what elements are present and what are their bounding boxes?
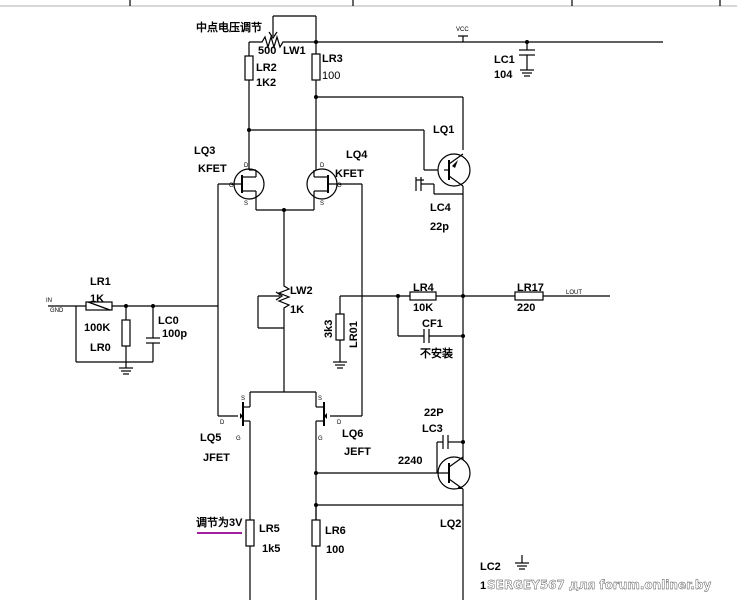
label-lr6-value: 100	[326, 544, 344, 556]
label-cf1-name: CF1	[422, 318, 443, 330]
pin-lq3-g: G	[229, 183, 234, 189]
label-lq3-name: LQ3	[194, 145, 215, 157]
label-lr17-name: LR17	[517, 282, 544, 294]
label-lr1-value: 1K	[90, 293, 104, 305]
pin-lq4-d: D	[320, 163, 325, 169]
label-lq3-type: KFET	[198, 163, 227, 175]
label-lr17-value: 220	[517, 302, 535, 314]
lw1-trimmer	[249, 15, 317, 50]
label-lq4-type: KFET	[335, 168, 364, 180]
pin-lq5-d: D	[220, 420, 225, 426]
label-lc2-name: LC2	[480, 561, 501, 573]
label-lq6-type: JEFT	[344, 446, 371, 458]
label-lq2-name: LQ2	[440, 518, 461, 530]
label-lr0-name: LR0	[90, 342, 111, 354]
lc1-capacitor	[519, 42, 535, 77]
lr2-resistor	[244, 42, 254, 130]
lc2-capacitor	[462, 505, 529, 600]
label-lr0-value: 100K	[84, 322, 110, 334]
lq5-jfet	[218, 392, 251, 600]
pin-lq6-s: S	[318, 396, 322, 402]
label-lc0-value: 100p	[162, 328, 187, 340]
pin-lq4-s: S	[320, 201, 324, 207]
label-lc1-value: 104	[494, 69, 513, 81]
label-in: IN	[46, 298, 52, 304]
lr3-resistor	[311, 42, 321, 130]
lc4-capacitor	[415, 177, 463, 195]
label-lout: LOUT	[566, 290, 582, 296]
label-lr01-name: LR01	[348, 321, 360, 348]
label-adjust-3v: 调节为3V	[196, 515, 243, 529]
label-lr4-name: LR4	[413, 282, 435, 294]
label-lc0-name: LC0	[158, 315, 179, 327]
label-lr3-value: 100	[322, 70, 340, 82]
label-lr4-value: 10K	[413, 302, 433, 314]
label-lq4-name: LQ4	[346, 149, 368, 161]
pin-lq5-s: S	[241, 396, 245, 402]
label-lq2-value: 2240	[398, 455, 422, 467]
input-section	[48, 301, 218, 375]
label-vcc: VCC	[456, 27, 469, 33]
label-lw1-name: LW1	[283, 45, 306, 57]
cf1-capacitor	[397, 296, 463, 343]
label-lr3-name: LR3	[322, 53, 343, 65]
pin-lq3-s: S	[244, 201, 248, 207]
lr5-resistor	[245, 519, 255, 547]
label-lw2-name: LW2	[290, 285, 313, 297]
label-midpoint-adjust: 中点电压调节	[196, 20, 262, 34]
label-lr01-value: 3k3	[323, 320, 335, 338]
label-lq1-name: LQ1	[433, 124, 454, 136]
lw2-trimmer	[257, 282, 291, 392]
label-lr6-name: LR6	[325, 525, 346, 537]
label-lc3-name: LC3	[422, 423, 443, 435]
pin-lq5-g: G	[236, 436, 241, 442]
label-lc2-partial: 1	[480, 580, 486, 592]
label-lc3-value: 22P	[424, 407, 444, 419]
vcc-symbol	[458, 35, 468, 42]
pin-lq6-d: D	[337, 420, 342, 426]
label-lr5-value: 1k5	[262, 543, 280, 555]
sheet-border	[0, 0, 737, 7]
label-lw2-value: 1K	[290, 304, 304, 316]
label-lq5-type: JFET	[203, 452, 230, 464]
lr01-resistor	[333, 296, 347, 369]
lc3-capacitor	[436, 435, 463, 473]
label-lw1-value: 500	[258, 45, 276, 57]
label-cf1-note: 不安装	[420, 346, 453, 360]
label-lr1-name: LR1	[90, 276, 111, 288]
pin-lq3-d: D	[244, 163, 249, 169]
label-gnd: GND	[50, 308, 64, 314]
label-lc1-name: LC1	[494, 54, 515, 66]
lq2-transistor	[316, 456, 471, 506]
label-lq6-name: LQ6	[342, 428, 363, 440]
label-lq5-name: LQ5	[200, 432, 221, 444]
lq1-transistor	[437, 153, 471, 460]
junction-dots	[124, 40, 529, 507]
label-lc4-value: 22p	[430, 221, 449, 233]
label-lr5-name: LR5	[259, 523, 280, 535]
lq3-kfet	[218, 130, 265, 210]
lq4-kfet	[306, 130, 362, 210]
watermark-text: SERGEY567 для forum.onliner.by	[487, 578, 711, 592]
pin-lq4-g: G	[337, 183, 342, 189]
label-lr2-value: 1K2	[256, 77, 276, 89]
label-lc4-name: LC4	[430, 202, 452, 214]
lr6-resistor	[311, 505, 321, 600]
pin-lq6-g: G	[318, 436, 323, 442]
label-lr2-name: LR2	[256, 62, 277, 74]
